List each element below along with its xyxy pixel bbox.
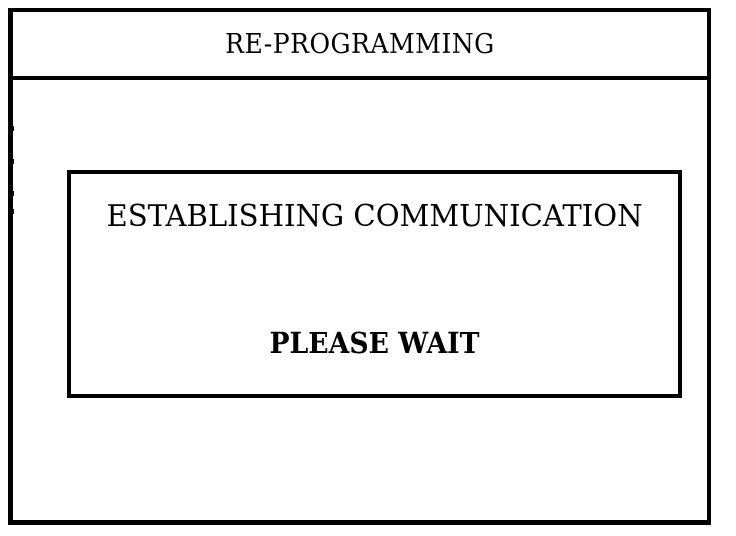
panel-body: ESTABLISHING COMMUNICATION PLEASE WAIT xyxy=(8,80,707,520)
edge-tick-icon xyxy=(8,159,14,164)
edge-tick-icon xyxy=(8,191,14,196)
edge-tick-icon xyxy=(8,126,14,131)
edge-tick-icon xyxy=(8,209,14,214)
wait-message: PLEASE WAIT xyxy=(269,326,480,360)
status-dialog: ESTABLISHING COMMUNICATION PLEASE WAIT xyxy=(67,170,682,398)
page-title: RE-PROGRAMMING xyxy=(225,28,495,60)
outer-frame: RE-PROGRAMMING ESTABLISHING COMMUNICATIO… xyxy=(8,8,711,525)
status-message: ESTABLISHING COMMUNICATION xyxy=(106,199,643,234)
title-bar: RE-PROGRAMMING xyxy=(13,12,707,80)
